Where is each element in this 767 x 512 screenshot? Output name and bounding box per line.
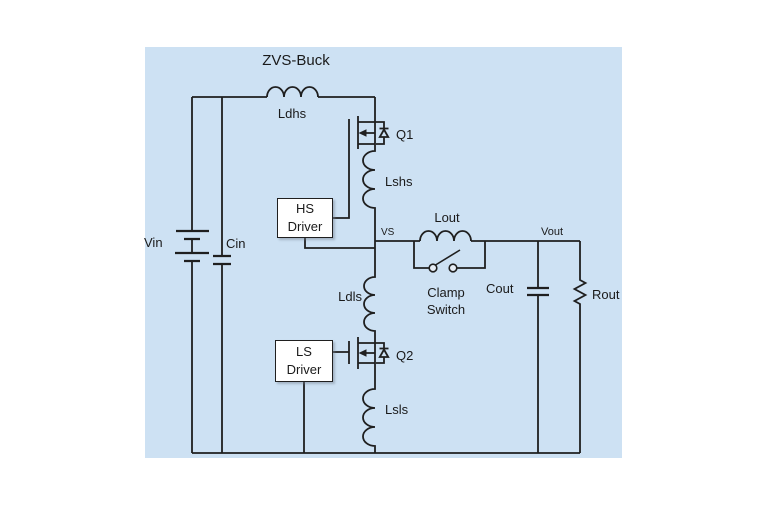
label-vout: Vout	[540, 226, 564, 238]
hs-driver-line2: Driver	[287, 219, 323, 234]
ls-driver-line1: LS	[296, 344, 312, 359]
hs-driver-return-wire	[304, 238, 375, 249]
label-q2: Q2	[396, 348, 414, 363]
ls-driver-box: LS Driver	[275, 340, 333, 382]
input-wires	[191, 96, 580, 454]
mosfet-symbol-q2	[333, 337, 390, 369]
label-ldls: Ldls	[338, 289, 362, 304]
label-vs: VS	[381, 227, 395, 238]
label-lsls: Lsls	[385, 402, 409, 417]
label-lout: Lout	[434, 210, 460, 225]
inductor-symbol-lout	[419, 230, 472, 242]
battery-symbol-vin	[175, 229, 209, 263]
body-diode-q1	[375, 121, 390, 145]
ls-driver-line2: Driver	[286, 362, 322, 377]
capacitor-symbol-cout	[527, 241, 549, 453]
clamp-switch-symbol	[413, 241, 486, 273]
label-clamp-switch: Clamp Switch	[415, 284, 477, 318]
label-lshs: Lshs	[385, 174, 413, 189]
center-rail	[362, 97, 376, 453]
diagram-title: ZVS-Buck	[262, 52, 330, 69]
label-q1: Q1	[396, 127, 414, 142]
label-ldhs: Ldhs	[277, 106, 307, 121]
label-clamp-switch-line2: Switch	[426, 302, 466, 317]
label-cin: Cin	[226, 236, 246, 251]
resistor-symbol-rout	[572, 241, 588, 453]
label-rout: Rout	[592, 287, 620, 302]
body-diode-q2	[375, 342, 390, 364]
hs-driver-line1: HS	[295, 201, 315, 216]
mosfet-symbol-q1	[333, 116, 390, 219]
circuit-diagram-panel	[145, 47, 622, 458]
label-clamp-switch-line1: Clamp	[427, 285, 465, 300]
label-vin: Vin	[144, 235, 163, 250]
label-cout: Cout	[486, 281, 514, 296]
output-wires	[375, 230, 580, 242]
capacitor-symbol-cin	[213, 254, 231, 266]
hs-driver-box: HS Driver	[277, 198, 333, 238]
inductor-symbol-ldhs	[266, 86, 319, 98]
